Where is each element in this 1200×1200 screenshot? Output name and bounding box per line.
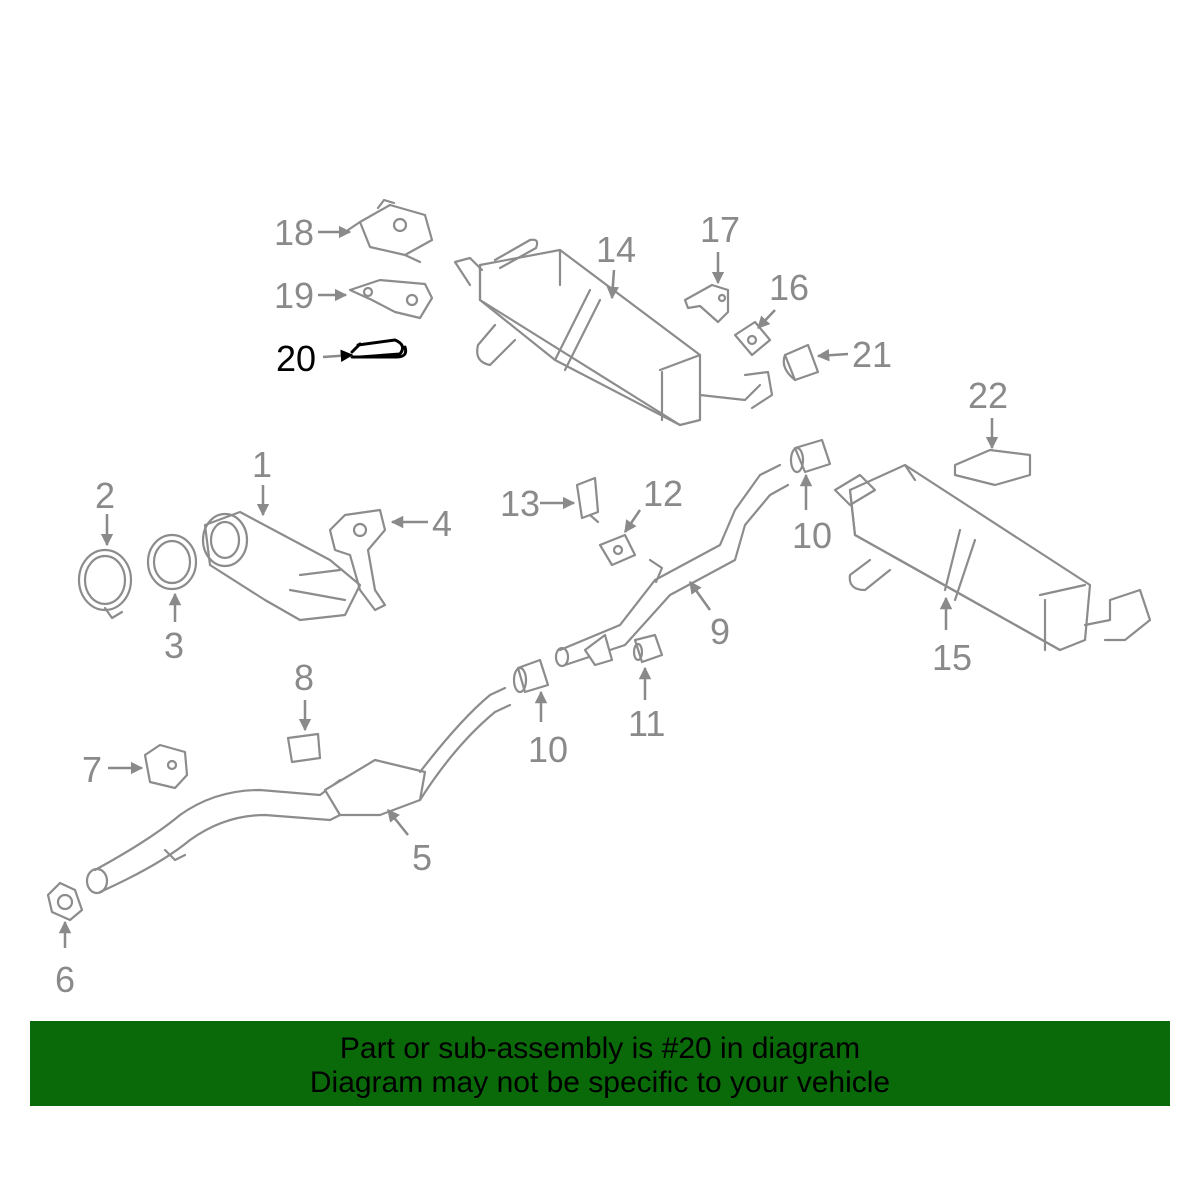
callout-6: 6 (55, 959, 75, 1000)
callout-4: 4 (432, 503, 452, 544)
callout-21: 21 (852, 334, 892, 375)
part-14-rear-muffler (453, 238, 774, 427)
callout-1: 1 (252, 444, 272, 485)
part-16-mount (733, 320, 772, 357)
part-20-clamp (350, 338, 408, 359)
part-7-mount (143, 743, 189, 790)
callout-2: 2 (95, 475, 115, 516)
callout-14: 14 (596, 229, 636, 270)
part-8-isolator (286, 732, 322, 764)
part-5-front-pipe (85, 686, 512, 895)
part-4-bracket (328, 508, 387, 612)
callout-10-middle: 10 (792, 515, 832, 556)
part-2-clamp (77, 548, 133, 620)
notice-banner: Part or sub-assembly is #20 in diagram D… (30, 1021, 1170, 1106)
callout-8: 8 (294, 657, 314, 698)
callout-10-lower: 10 (528, 729, 568, 770)
part-12-mount (598, 533, 637, 567)
callout-7: 7 (82, 749, 102, 790)
callout-12: 12 (643, 473, 683, 514)
callout-9: 9 (710, 611, 730, 652)
banner-line-1: Part or sub-assembly is #20 in diagram (339, 1032, 861, 1065)
callout-20: 20 (276, 338, 316, 379)
part-15-rear-muffler (833, 463, 1152, 652)
part-6-gasket (46, 881, 84, 922)
callout-16: 16 (769, 267, 809, 308)
part-3-gasket (146, 533, 198, 591)
part-13-hanger (575, 476, 600, 524)
part-1-catalytic-converter (201, 510, 362, 622)
part-11-isolator (632, 633, 664, 664)
callout-11: 11 (628, 703, 665, 744)
part-21-tip (782, 343, 820, 382)
callout-13: 13 (500, 483, 540, 524)
callout-19: 19 (274, 275, 314, 316)
exhaust-system-diagram: 1 2 3 4 5 6 7 8 9 10 10 10 11 12 13 14 1… (46, 198, 1152, 1000)
callout-17: 17 (700, 209, 740, 250)
banner-line-2: Diagram may not be specific to your vehi… (309, 1066, 891, 1099)
part-10-clamp-b (789, 438, 832, 474)
part-19-bracket (348, 278, 434, 320)
callout-22: 22 (968, 375, 1008, 416)
part-22-pad (953, 448, 1032, 487)
part-10-clamp-a (512, 658, 550, 694)
callout-3: 3 (164, 625, 184, 666)
part-9-intermediate-pipe (554, 463, 790, 668)
callout-15: 15 (932, 637, 972, 678)
leader-lines (58, 225, 999, 948)
callout-labels: 1 2 3 4 5 6 7 8 9 10 10 10 11 12 13 14 1… (55, 209, 1008, 1000)
callout-5: 5 (412, 837, 432, 878)
part-17-hanger (683, 283, 730, 324)
callout-18: 18 (274, 212, 314, 253)
part-18-actuator (346, 198, 434, 264)
